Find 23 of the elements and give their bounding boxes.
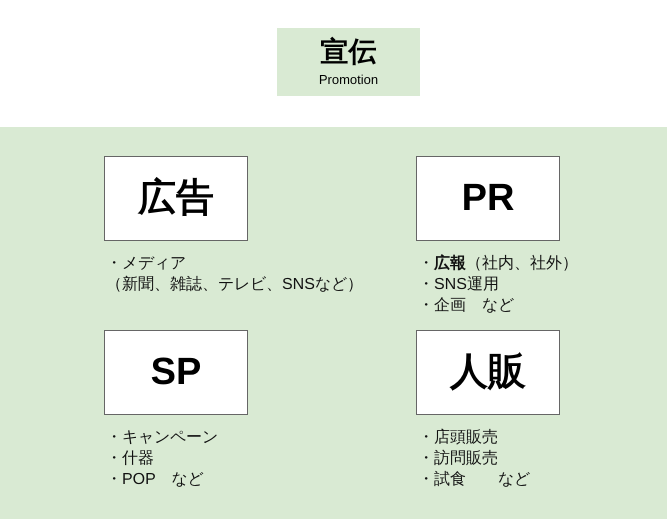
note-text: （新聞、雑誌、テレビ、SNSなど） <box>106 274 363 295</box>
category-box <box>416 330 560 415</box>
note-text: ・POP など <box>106 470 204 490</box>
note-text: ・キャンペーン <box>106 428 218 448</box>
category-box <box>104 156 248 241</box>
note-text: ・什器 <box>106 449 154 469</box>
category-box <box>416 156 560 241</box>
background-panel <box>0 127 667 519</box>
subheading: Promotion <box>318 72 378 87</box>
category-box <box>104 330 248 415</box>
note-text: ・企画 など <box>418 296 514 316</box>
heading: SP <box>150 352 202 394</box>
note-text: ・SNS運用 <box>418 275 499 295</box>
note-text: ・試食 など <box>418 470 530 490</box>
note-text: ・メディア <box>106 254 186 274</box>
note-text: ・店頭販売 <box>418 428 498 448</box>
note-text: ・訪問販売 <box>418 448 498 469</box>
heading: 広告 <box>138 178 214 220</box>
title-box <box>277 28 420 96</box>
note-text: ・広報（社内、社外） <box>418 253 578 274</box>
heading: 人販 <box>450 352 526 394</box>
heading: 宣伝 <box>320 37 376 68</box>
heading: PR <box>462 178 514 220</box>
